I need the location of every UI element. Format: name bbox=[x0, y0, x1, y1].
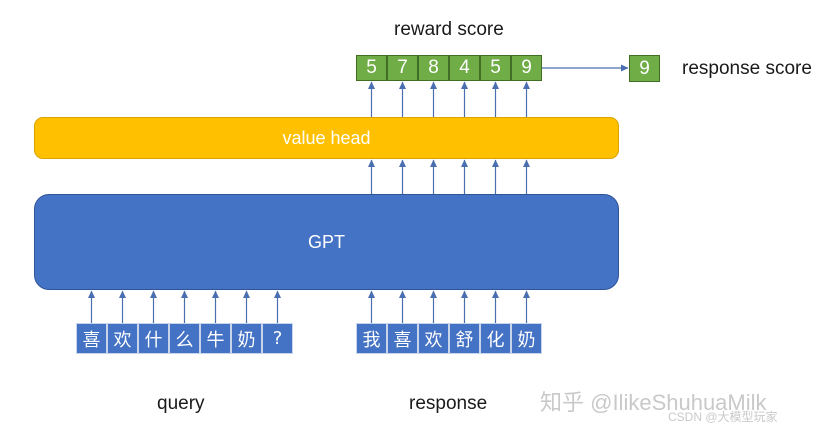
reward-score-label: reward score bbox=[394, 19, 504, 40]
query-label: query bbox=[157, 393, 205, 414]
reward-score-cell: 7 bbox=[387, 55, 418, 81]
query-token: ? bbox=[262, 323, 293, 354]
response-token: 欢 bbox=[418, 323, 449, 354]
response-token: 我 bbox=[356, 323, 387, 354]
query-token: 什 bbox=[138, 323, 169, 354]
response-score-box: 9 bbox=[629, 55, 660, 82]
value-head-block: value head bbox=[34, 117, 619, 159]
query-token: 么 bbox=[169, 323, 200, 354]
reward-score-cell: 9 bbox=[511, 55, 542, 81]
reward-score-cell: 5 bbox=[356, 55, 387, 81]
gpt-block: GPT bbox=[34, 194, 619, 290]
response-token: 奶 bbox=[511, 323, 542, 354]
query-token: 牛 bbox=[200, 323, 231, 354]
gpt-label: GPT bbox=[307, 231, 345, 252]
reward-score-cell: 4 bbox=[449, 55, 480, 81]
watermark-sub: CSDN @大模型玩家 bbox=[668, 410, 778, 424]
response-token-row: 我 喜 欢 舒 化 奶 bbox=[356, 323, 542, 354]
response-token: 化 bbox=[480, 323, 511, 354]
response-token: 舒 bbox=[449, 323, 480, 354]
query-token-row: 喜 欢 什 么 牛 奶 ? bbox=[76, 323, 293, 354]
query-token: 奶 bbox=[231, 323, 262, 354]
reward-score-cell: 5 bbox=[480, 55, 511, 81]
query-token: 欢 bbox=[107, 323, 138, 354]
response-label: response bbox=[409, 393, 488, 414]
watermark-main: 知乎 @IlikeShuhuaMilk bbox=[540, 390, 767, 415]
response-token: 喜 bbox=[387, 323, 418, 354]
reward-score-cell: 8 bbox=[418, 55, 449, 81]
value-head-label: value head bbox=[282, 127, 371, 148]
reward-score-row: 5 7 8 4 5 9 bbox=[356, 55, 542, 81]
query-token: 喜 bbox=[76, 323, 107, 354]
response-score-label: response score bbox=[682, 58, 812, 79]
